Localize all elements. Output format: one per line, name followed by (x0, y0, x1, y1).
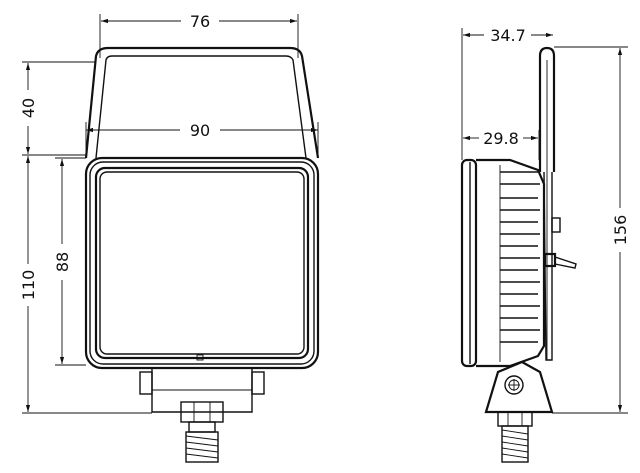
dimension-34-7-label: 34.7 (490, 26, 526, 45)
dimension-156-label: 156 (611, 215, 630, 246)
dimension-110-label: 110 (19, 270, 38, 301)
side-view: 34.7 29.8 (460, 26, 630, 463)
dimension-40: 40 (19, 63, 38, 154)
dimension-34-7: 34.7 (463, 26, 553, 45)
dimension-110: 110 (19, 156, 38, 412)
front-view: 76 90 (19, 12, 320, 463)
dimension-156: 156 (611, 48, 630, 412)
dimension-76: 76 (101, 12, 297, 31)
dimension-88: 88 (53, 159, 72, 364)
side-adjust-knob (543, 217, 577, 269)
mounting-bracket (84, 46, 320, 159)
side-base-mount (484, 360, 554, 427)
threaded-bolt (185, 431, 219, 463)
lamp-body (84, 156, 320, 370)
mount-stem (139, 368, 265, 433)
dimension-76-label: 76 (190, 12, 210, 31)
dimension-29-8-label: 29.8 (483, 129, 519, 148)
side-threaded-bolt (501, 425, 529, 463)
side-bracket-arm (538, 46, 556, 361)
dimension-90: 90 (85, 121, 319, 158)
dimension-29-8: 29.8 (463, 129, 540, 160)
dimension-88-label: 88 (53, 252, 72, 272)
dimension-40-label: 40 (19, 98, 38, 118)
side-housing (460, 158, 546, 368)
dimension-90-label: 90 (190, 121, 210, 140)
